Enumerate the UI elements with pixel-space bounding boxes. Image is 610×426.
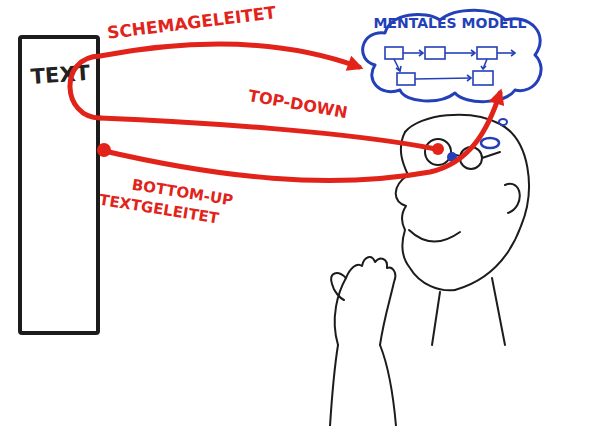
thought-bubble: [481, 138, 499, 148]
start-dot: [97, 143, 111, 157]
document-title: TEXT: [30, 61, 91, 89]
head-outline: [405, 115, 529, 290]
glasses-right: [460, 147, 482, 169]
mini-box: [473, 71, 493, 85]
arm: [330, 345, 396, 426]
mini-arrow: [497, 52, 515, 54]
top-down-loop: [100, 118, 436, 149]
mini-arrowhead: [396, 66, 401, 71]
mini-box: [477, 47, 497, 59]
glasses-bridge: [451, 152, 500, 158]
mini-arrow: [445, 52, 475, 54]
eye-dot: [432, 143, 444, 155]
smile: [409, 230, 460, 242]
mini-arrow: [415, 78, 471, 79]
mini-box: [397, 73, 415, 85]
arrow-line: [70, 44, 359, 118]
hand: [335, 257, 396, 345]
reading-arrow: [97, 93, 500, 181]
thumb: [331, 273, 346, 300]
thought-cloud: MENTALES MODELL: [355, 5, 545, 105]
thought-bubble: [499, 119, 507, 125]
arrow-label: TOP-DOWN: [247, 86, 349, 122]
glasses-left: [425, 139, 451, 165]
arrow-line: [100, 93, 500, 181]
mini-arrowhead: [511, 50, 515, 56]
arrow-label: BOTTOM-UP TEXTGELEITET: [98, 170, 252, 233]
cloud-title: MENTALES MODELL: [355, 15, 545, 31]
mini-flowchart: [385, 47, 515, 85]
mini-arrowhead: [471, 50, 475, 56]
text-document: TEXT: [18, 35, 100, 335]
mini-arrowhead: [467, 75, 471, 81]
eye-dot: [447, 152, 457, 162]
mini-box: [385, 47, 403, 59]
ear: [505, 184, 520, 213]
reading-arrow: [70, 44, 359, 118]
mini-arrow: [394, 59, 400, 71]
arrow-label: SCHEMAGELEITET: [106, 0, 327, 45]
neck: [432, 278, 505, 345]
mini-arrow: [403, 52, 423, 54]
mini-box: [425, 47, 445, 59]
face-profile: [396, 132, 455, 290]
mini-arrowhead: [419, 50, 423, 56]
mini-arrowhead: [481, 66, 486, 69]
